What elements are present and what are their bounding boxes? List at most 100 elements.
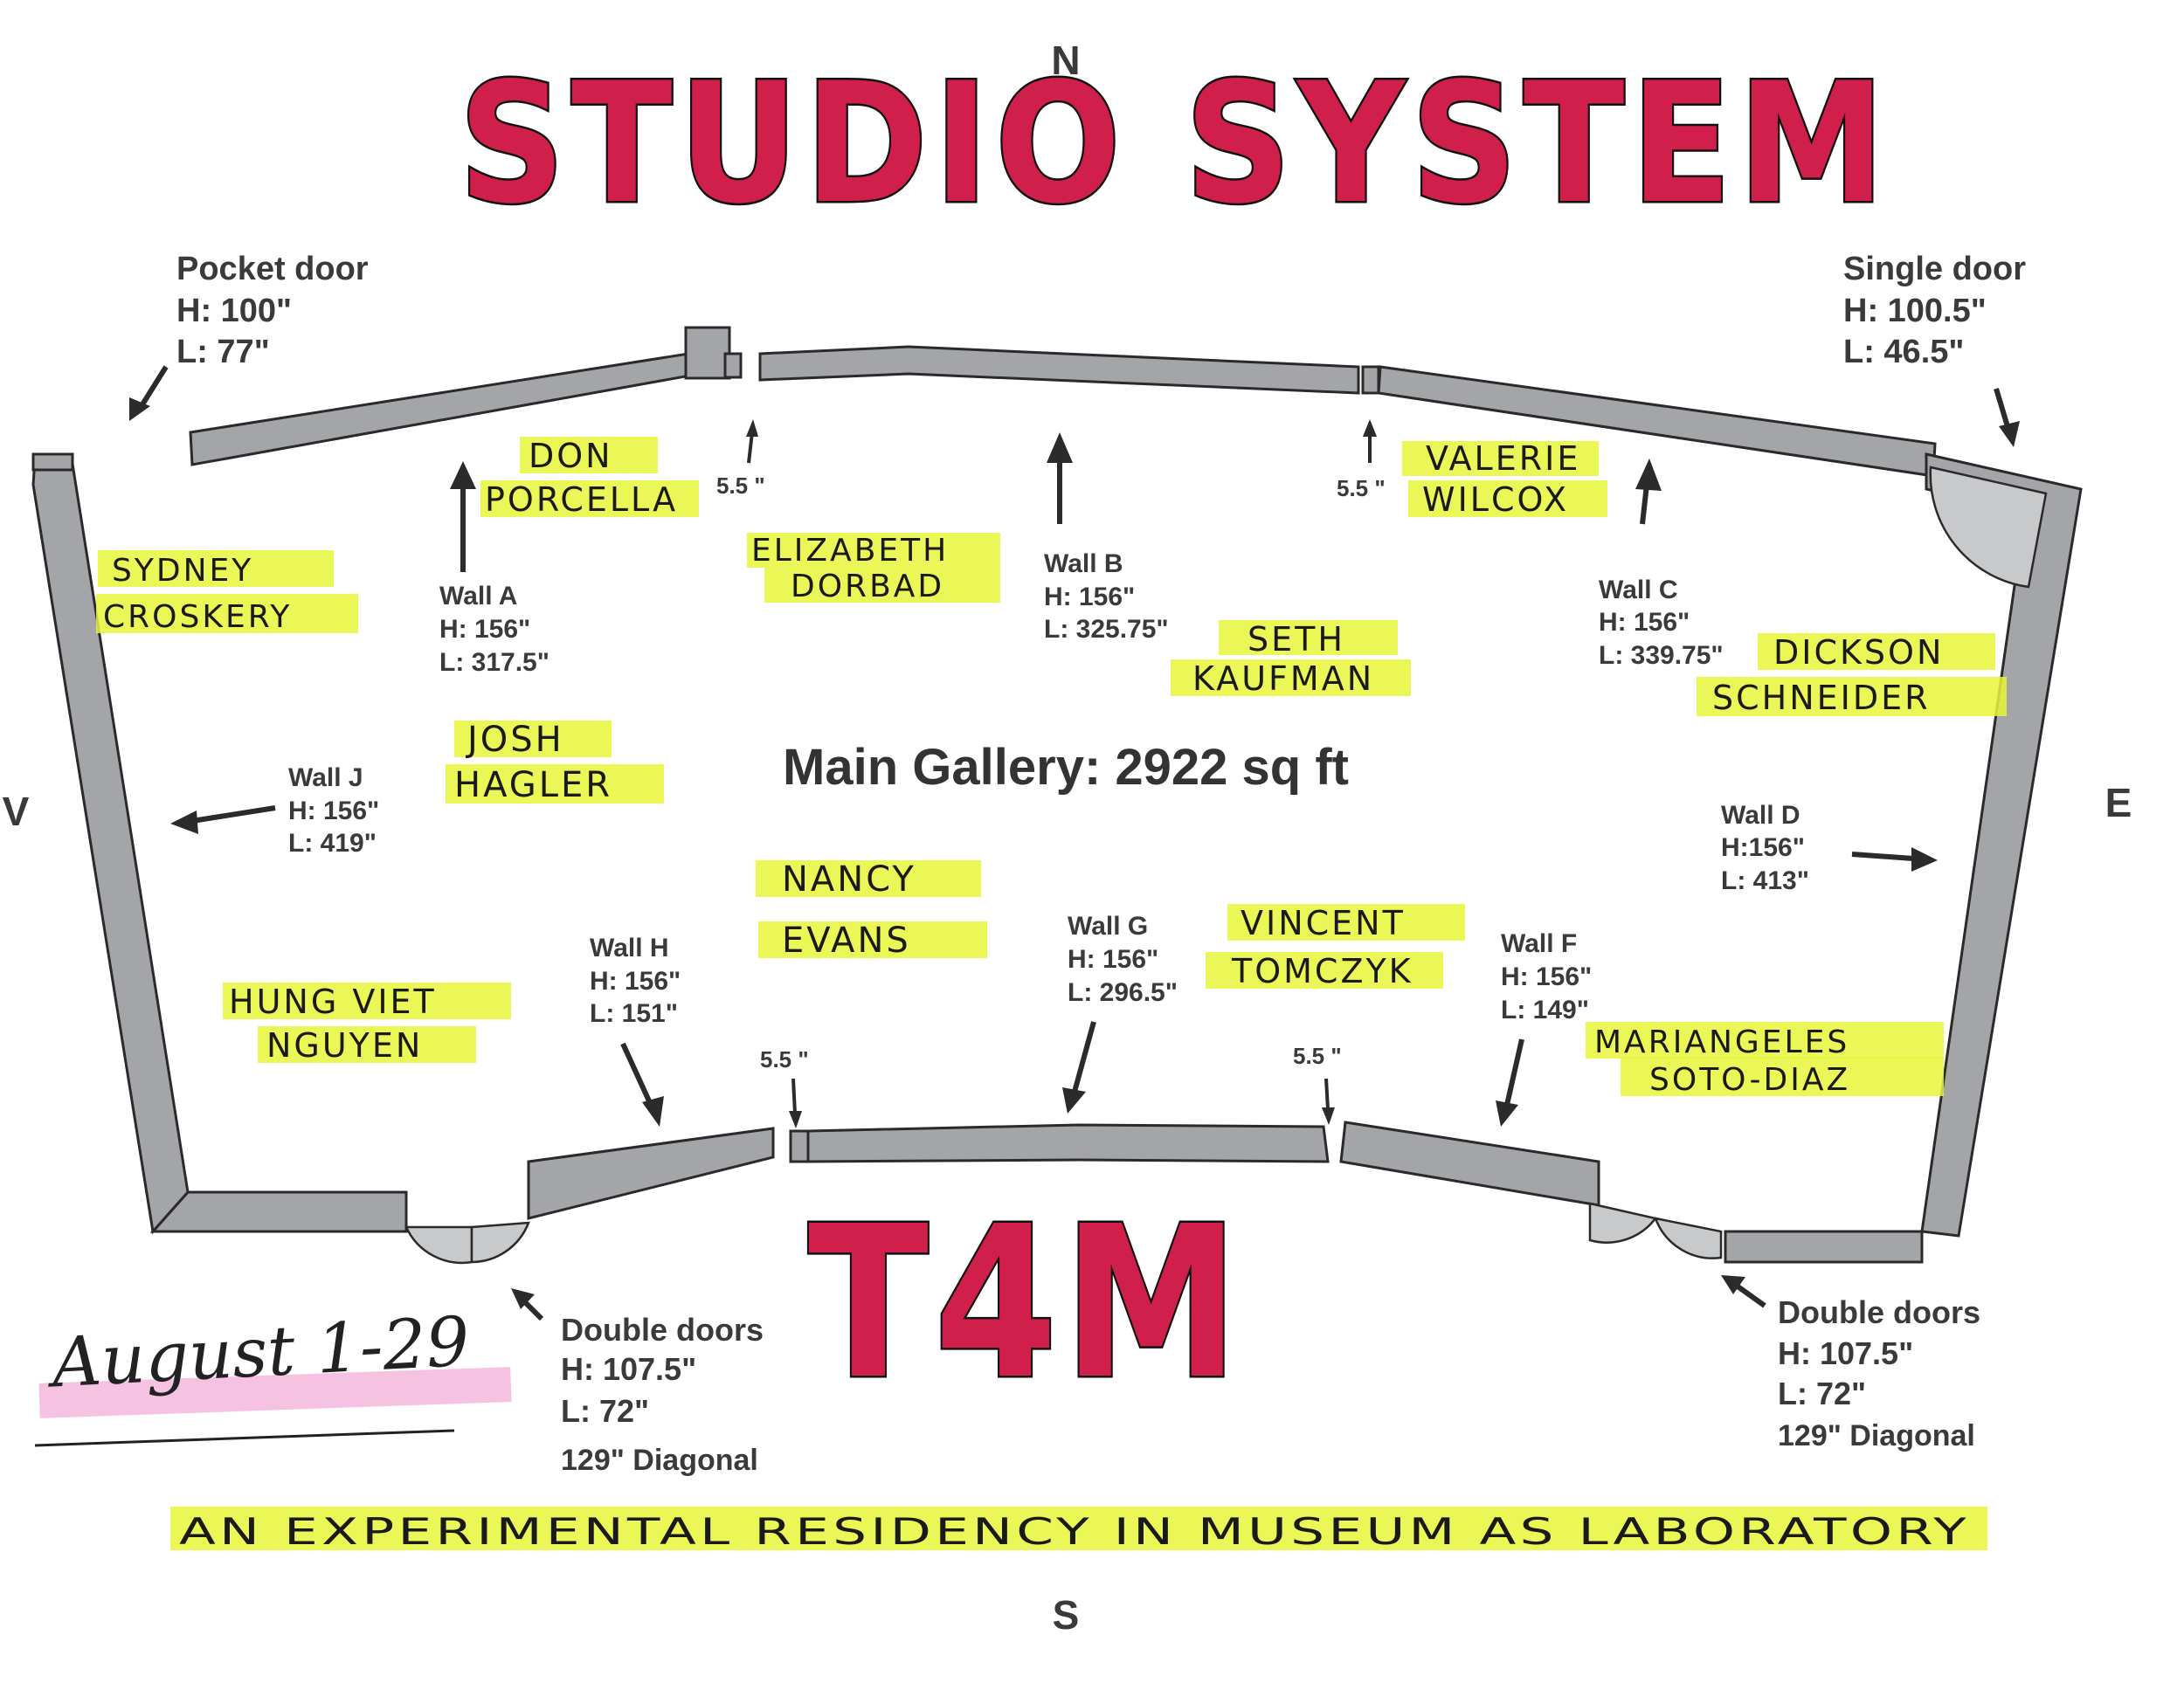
compass-west: V [3,789,30,834]
tagline: AN EXPERIMENTAL RESIDENCY IN MUSEUM AS L… [179,1510,1970,1553]
svg-text:Wall G: Wall G [1068,912,1148,941]
gallery-area: Main Gallery: 2922 sq ft [783,739,1349,796]
double-door-left-a [404,1225,473,1265]
gap-label: 5.5 " [760,1046,809,1073]
double-door-left-name: Double doors [561,1312,764,1348]
svg-text:L: 413": L: 413" [1721,866,1809,895]
svg-text:SETH: SETH [1248,620,1345,659]
svg-text:PORCELLA: PORCELLA [485,480,678,519]
svg-text:L: 317.5": L: 317.5" [439,648,549,677]
double-door-right-l: L: 72" [1778,1376,1866,1411]
double-door-right-h: H: 107.5" [1778,1335,1913,1371]
highlights [96,437,2007,1550]
svg-text:DON: DON [529,437,613,475]
svg-text:L: 149": L: 149" [1501,996,1589,1024]
svg-text:L: 419": L: 419" [288,829,377,858]
wall-c-label: Wall C H: 156" L: 339.75" [1599,576,1724,670]
svg-text:SYDNEY: SYDNEY [112,553,253,589]
artist-vincent-tomczyk: VINCENT TOMCZYK [1231,904,1413,990]
wall-j-label: Wall J H: 156" L: 419" [288,763,379,858]
double-door-left-l: L: 72" [561,1393,649,1429]
wall-f-bottom [1339,1121,1600,1207]
title: STUDIO SYSTEM [459,47,1891,240]
wall-h-label: Wall H H: 156" L: 151" [590,934,681,1028]
svg-text:H: 156": H: 156" [439,615,530,644]
wall-f-shape [1724,1230,1924,1264]
svg-text:Wall A: Wall A [439,582,517,610]
svg-text:H: 156": H: 156" [590,967,681,996]
double-door-right-name: Double doors [1778,1294,1980,1330]
svg-text:H: 156": H: 156" [1599,608,1690,637]
wall-g-notch [789,1129,810,1163]
svg-text:H:156": H:156" [1721,833,1805,862]
svg-text:VINCENT: VINCENT [1241,904,1406,942]
wall-a-end [723,352,743,379]
date-highlight [38,1367,512,1418]
compass-south: S [1053,1592,1080,1638]
arrows [129,365,2020,1321]
svg-text:KAUFMAN: KAUFMAN [1192,659,1374,698]
svg-text:L: 151": L: 151" [590,999,678,1028]
svg-text:H: 156": H: 156" [1501,962,1592,991]
double-door-right-label: Double doors H: 107.5" L: 72" 129" Diago… [1778,1294,1980,1452]
doors [404,466,2048,1265]
svg-text:WILCOX: WILCOX [1422,480,1569,519]
double-door-right-d: 129" Diagonal [1778,1419,1975,1452]
artist-don-porcella: DON PORCELLA [485,437,678,519]
single-door-name: Single door [1843,251,2026,287]
pocket-door-label: Pocket door H: 100" L: 77" [176,251,369,370]
svg-text:VALERIE: VALERIE [1426,439,1580,478]
artist-seth-kaufman: SETH KAUFMAN [1192,620,1374,698]
single-door-h: H: 100.5" [1843,293,1987,329]
gap-label: 5.5 " [1337,475,1386,501]
svg-text:SOTO-DIAZ: SOTO-DIAZ [1649,1062,1850,1098]
wall-a-label: Wall A H: 156" L: 317.5" [439,582,549,677]
svg-text:H: 156": H: 156" [1068,945,1158,974]
gap-label: 5.5 " [716,473,765,499]
wall-g-label: Wall G H: 156" L: 296.5" [1068,912,1178,1007]
svg-text:Wall J: Wall J [288,763,363,792]
svg-text:MARIANGELES: MARIANGELES [1594,1024,1849,1060]
gap-label: 5.5 " [1293,1043,1342,1069]
single-door-label: Single door H: 100.5" L: 46.5" [1843,251,2026,370]
svg-text:Wall C: Wall C [1599,576,1678,604]
svg-text:NGUYEN: NGUYEN [266,1026,423,1065]
double-door-right-a [1588,1202,1658,1244]
wall-h-shape [527,1127,775,1220]
svg-text:L: 339.75": L: 339.75" [1599,641,1724,670]
wall-f-label: Wall F H: 156" L: 149" [1501,929,1592,1024]
svg-text:L: 325.75": L: 325.75" [1044,615,1169,644]
artist-elizabeth-dorbad: ELIZABETH DORBAD [751,533,946,604]
pocket-door-name: Pocket door [176,251,369,287]
wall-a-cap [684,326,731,380]
svg-text:JOSH: JOSH [465,720,564,760]
date-underline [34,1429,455,1447]
wall-b-shape [758,345,1360,395]
double-door-left-b [470,1221,530,1264]
pocket-door-l: L: 77" [176,334,270,370]
double-door-left-label: Double doors H: 107.5" L: 72" 129" Diago… [561,1312,764,1477]
artist-nancy-evans: NANCY EVANS [782,859,914,961]
svg-text:Wall F: Wall F [1501,929,1577,958]
wall-c-stub [1361,365,1380,395]
svg-text:EVANS: EVANS [782,921,911,961]
wall-g-shape [806,1123,1330,1163]
double-door-right-b [1654,1217,1723,1259]
svg-text:HAGLER: HAGLER [454,765,612,805]
artist-valerie-wilcox: VALERIE WILCOX [1422,439,1580,519]
svg-text:HUNG VIET: HUNG VIET [229,983,437,1021]
artist-sydney-croskery: SYDNEY CROSKERY [103,553,292,635]
svg-text:DORBAD: DORBAD [791,569,944,604]
svg-text:SCHNEIDER: SCHNEIDER [1712,679,1931,717]
double-door-left-h: H: 107.5" [561,1351,696,1387]
wall-b-label: Wall B H: 156" L: 325.75" [1044,549,1169,644]
svg-text:Wall D: Wall D [1721,801,1800,830]
svg-text:Wall H: Wall H [590,934,669,962]
artist-mariangeles-soto-diaz: MARIANGELES SOTO-DIAZ [1594,1024,1850,1098]
svg-text:L: 296.5": L: 296.5" [1068,978,1178,1007]
compass-east: E [2105,780,2132,825]
svg-text:CROSKERY: CROSKERY [103,599,292,635]
svg-text:TOMCZYK: TOMCZYK [1231,952,1413,990]
wall-j-bottom [149,1190,408,1233]
